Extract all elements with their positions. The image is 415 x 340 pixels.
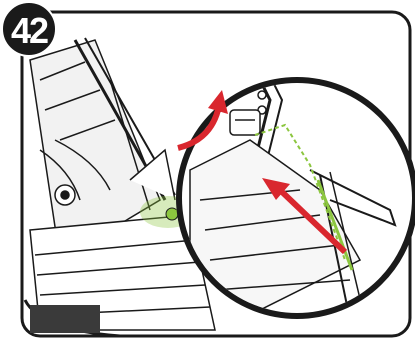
step-number-badge: 42 [1, 1, 57, 57]
